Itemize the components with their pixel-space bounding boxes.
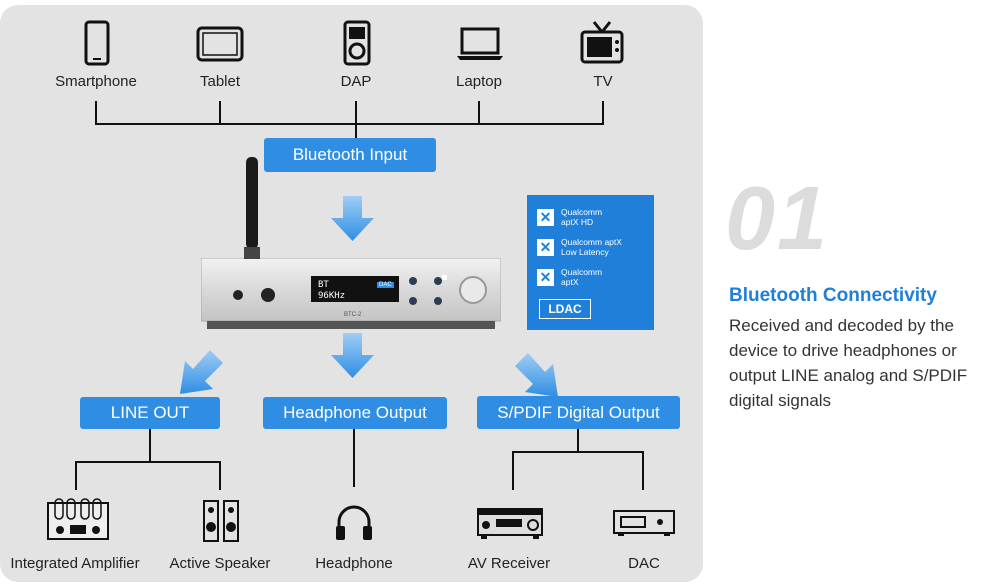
source-label-laptop: Laptop bbox=[456, 73, 502, 90]
laptop-icon bbox=[455, 26, 505, 62]
amplifier-icon bbox=[46, 497, 110, 543]
feature-number: 01 bbox=[725, 169, 830, 269]
close-icon: ✕ bbox=[537, 268, 554, 286]
line-out-label: LINE OUT bbox=[80, 397, 220, 429]
arrow-down-icon bbox=[331, 333, 374, 378]
speaker-icon bbox=[202, 499, 240, 543]
feature-title: Bluetooth Connectivity bbox=[729, 285, 937, 306]
arrow-down-right-icon bbox=[515, 353, 558, 397]
tablet-icon bbox=[196, 26, 244, 62]
dap-icon bbox=[343, 20, 371, 66]
device-display-line1: BT bbox=[318, 280, 329, 290]
device-display-tag: DAC bbox=[377, 282, 394, 288]
dest-label-headphone: Headphone bbox=[315, 555, 393, 572]
arrow-down-icon bbox=[331, 196, 374, 241]
source-label-tablet: Tablet bbox=[199, 73, 241, 90]
source-label-smartphone: Smartphone bbox=[55, 73, 137, 90]
av-receiver-icon bbox=[476, 505, 544, 541]
feature-description: Received and decoded by the device to dr… bbox=[729, 316, 968, 410]
headphone-icon bbox=[334, 502, 374, 542]
codec-badge: ✕ Qualcomm aptX HD ✕ Qualcomm aptX Low L… bbox=[527, 195, 654, 330]
device-model-label: BTC-2 bbox=[344, 312, 362, 318]
smartphone-icon bbox=[84, 20, 110, 66]
codec-aptx-ll: ✕ Qualcomm aptX Low Latency bbox=[537, 237, 622, 257]
ldac-logo: LDAC bbox=[539, 299, 591, 319]
dest-label-dac: DAC bbox=[628, 555, 660, 572]
device-display-line2: 96KHz bbox=[318, 291, 346, 301]
antenna-icon bbox=[244, 157, 260, 259]
source-label-tv: TV bbox=[593, 73, 613, 90]
codec-aptx: ✕ Qualcomm aptX bbox=[537, 267, 602, 287]
bluetooth-input-label: Bluetooth Input bbox=[264, 138, 436, 172]
source-label-dap: DAP bbox=[340, 73, 372, 90]
dest-label-av-receiver: AV Receiver bbox=[467, 555, 551, 572]
close-icon: ✕ bbox=[537, 208, 554, 226]
btc-2-device-image bbox=[201, 258, 501, 329]
dest-label-active-speaker: Active Speaker bbox=[169, 555, 271, 572]
spdif-output-label: S/PDIF Digital Output bbox=[477, 396, 680, 429]
arrow-down-left-icon bbox=[180, 350, 223, 394]
close-icon: ✕ bbox=[537, 238, 554, 256]
dac-icon bbox=[612, 509, 676, 537]
tv-icon bbox=[580, 20, 624, 66]
codec-aptx-hd: ✕ Qualcomm aptX HD bbox=[537, 207, 602, 227]
headphone-output-label: Headphone Output bbox=[263, 397, 447, 429]
dest-label-integrated-amplifier: Integrated Amplifier bbox=[10, 555, 140, 572]
